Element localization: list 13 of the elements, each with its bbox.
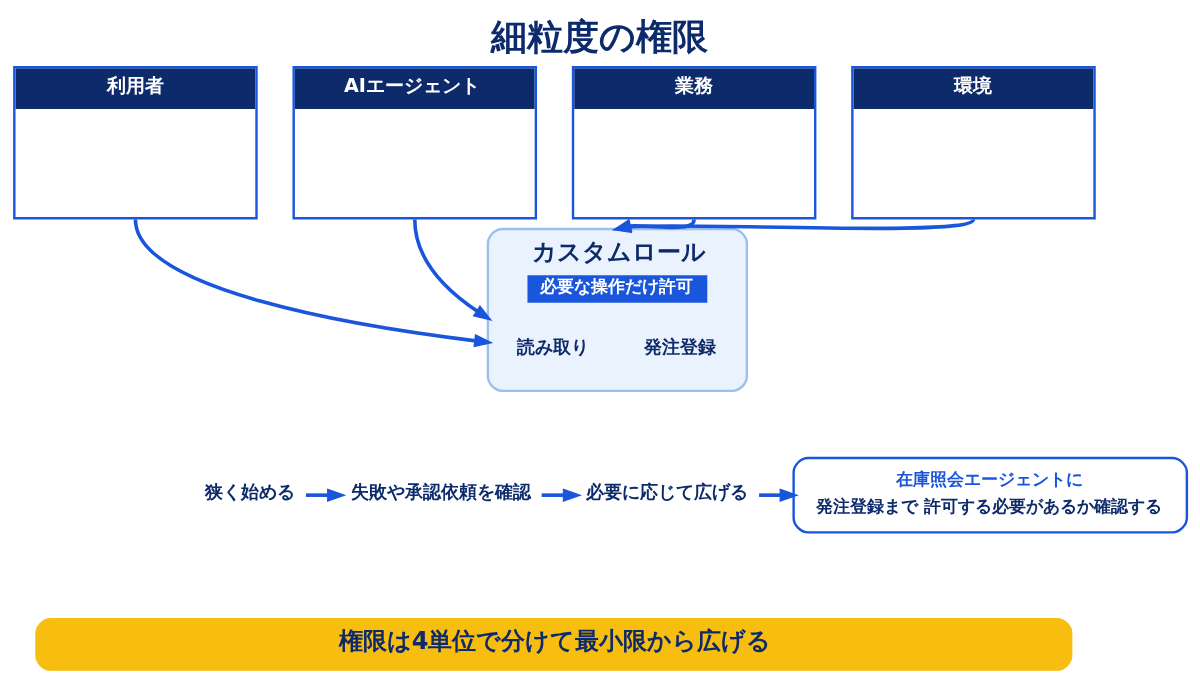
node-text: 狭く始める <box>204 480 295 502</box>
arrow <box>541 487 583 502</box>
arrow <box>412 218 493 321</box>
node-text: 読み取り <box>517 335 590 357</box>
diagram-title: 細粒度の権限 <box>491 15 709 57</box>
node-box: 権限は4単位で分けて最小限から広げる <box>35 617 1073 671</box>
arrow <box>759 487 799 502</box>
node-text: 失敗や承認依頼を確認 <box>350 480 531 502</box>
node-box: 在庫照会エージェントに 発注登録まで 許可する必要があるか確認する <box>792 456 1189 534</box>
node-text: 発注登録 <box>644 335 717 357</box>
node-text: 必要に応じて広げる <box>586 480 749 502</box>
arrow <box>133 218 494 347</box>
arrow <box>306 487 347 502</box>
